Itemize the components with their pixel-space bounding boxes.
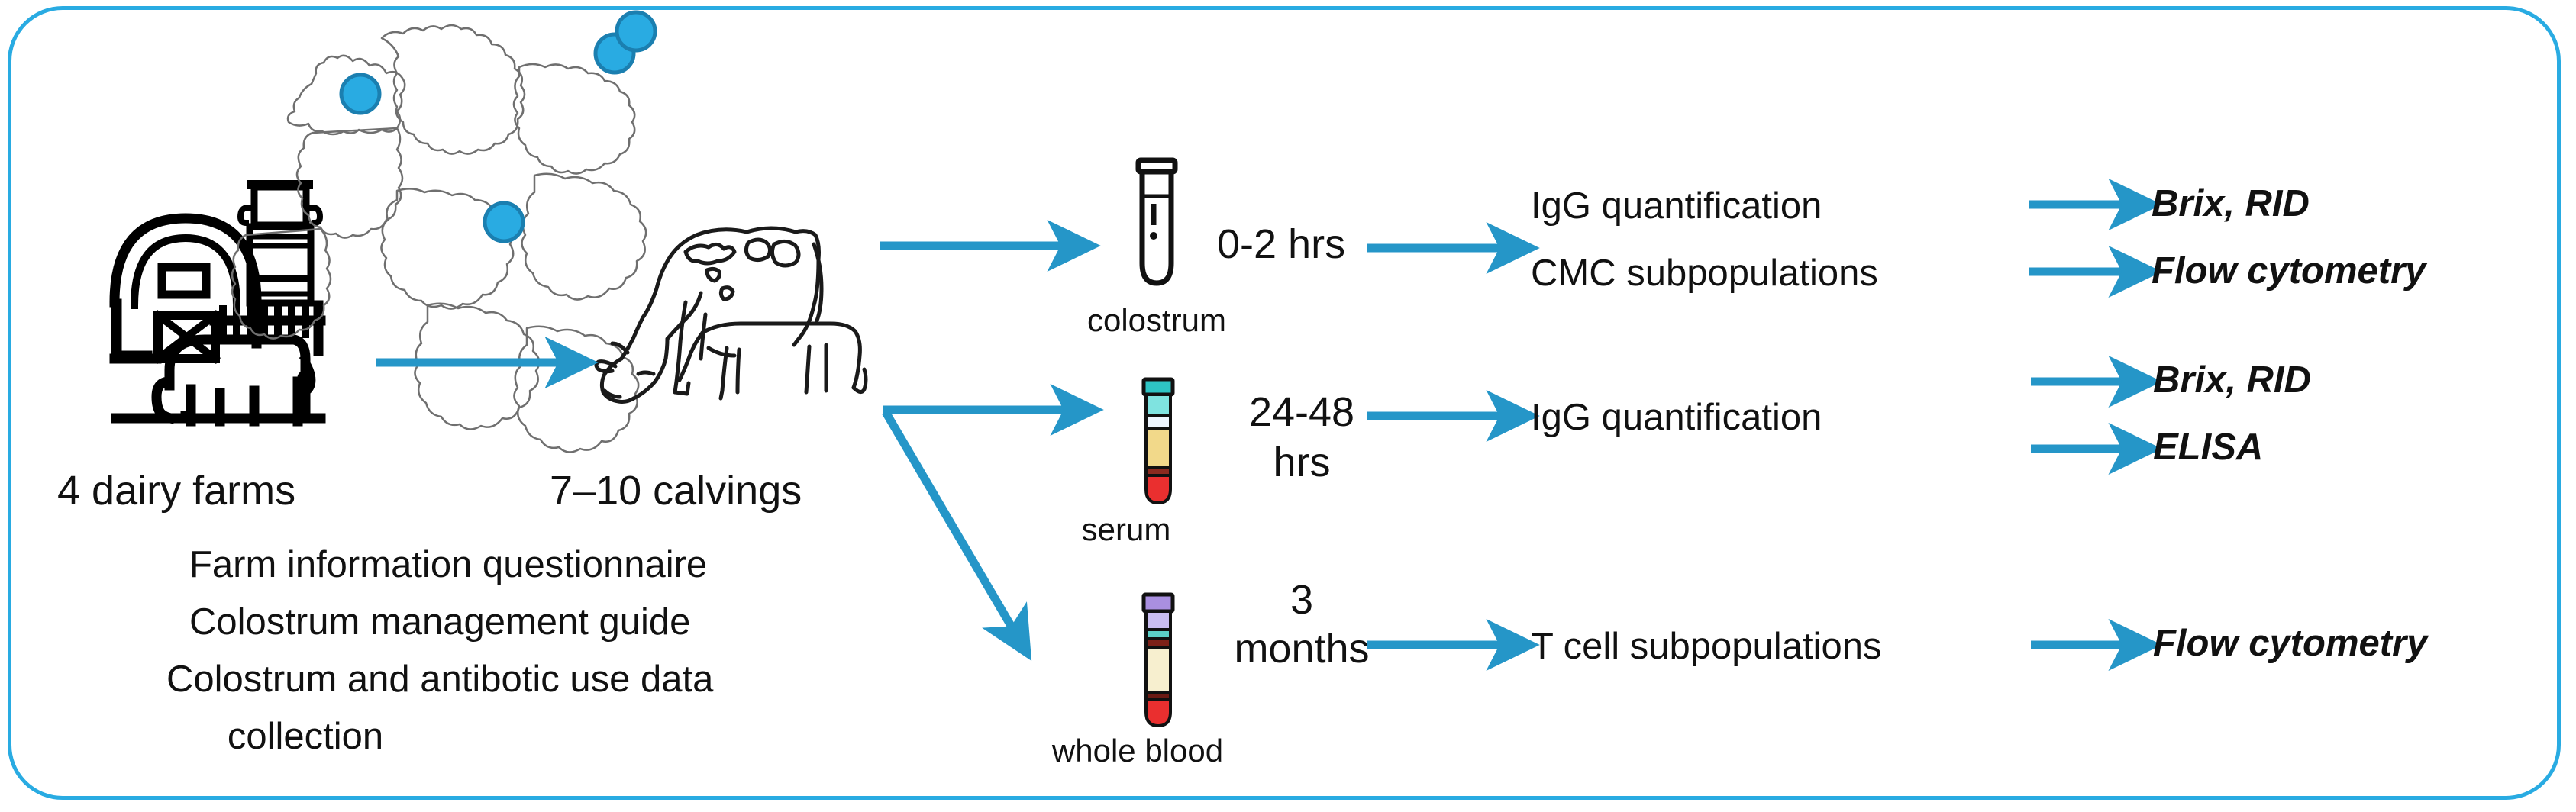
timepoint-serum-line1: 24-48	[1248, 389, 1355, 435]
map-site-dots	[339, 10, 657, 243]
analysis-cmc-subpopulations: CMC subpopulations	[1531, 253, 1878, 294]
map-dot	[339, 72, 382, 115]
grazing-cow-calf-icon	[594, 226, 868, 404]
note-collection: collection	[227, 716, 384, 757]
timepoint-colostrum: 0-2 hrs	[1217, 221, 1346, 267]
timepoint-serum-line2: hrs	[1273, 440, 1331, 485]
farms-label: 4 dairy farms	[57, 468, 296, 514]
note-questionnaire: Farm information questionnaire	[189, 544, 708, 585]
method-brix-rid-colostrum: Brix, RID	[2152, 183, 2310, 224]
analysis-igg-serum: IgG quantification	[1531, 397, 1822, 438]
method-elisa: ELISA	[2153, 427, 2264, 468]
colostrum-tube-label: colostrum	[1086, 302, 1227, 338]
map-dot	[483, 201, 525, 243]
map-dot	[615, 10, 657, 53]
serum-tube-icon	[1141, 377, 1175, 505]
calvings-label: 7–10 calvings	[550, 468, 802, 514]
method-flow-cytometry-cmc: Flow cytometry	[2152, 250, 2426, 292]
whole-blood-tube-icon	[1141, 592, 1175, 728]
analysis-tcell-subpopulations: T cell subpopulations	[1531, 626, 1882, 667]
note-management-guide: Colostrum management guide	[189, 601, 691, 643]
region-map-outline	[231, 24, 647, 453]
arrow-cow-to-whole-blood	[882, 410, 1032, 662]
serum-tube-label: serum	[1081, 511, 1171, 547]
note-use-data: Colostrum and antibotic use data	[166, 659, 714, 700]
whole-blood-tube-label: whole blood	[1051, 733, 1224, 768]
method-brix-rid-serum: Brix, RID	[2153, 359, 2311, 401]
map-dot	[593, 32, 636, 75]
method-flow-cytometry-tcell: Flow cytometry	[2153, 623, 2428, 664]
timepoint-blood-line2: months	[1234, 626, 1370, 672]
barn-cow-milkcan-icon	[109, 180, 326, 427]
analysis-igg-colostrum: IgG quantification	[1531, 185, 1822, 227]
colostrum-tube-icon	[1135, 157, 1178, 286]
timepoint-blood-line1: 3	[1290, 577, 1314, 623]
